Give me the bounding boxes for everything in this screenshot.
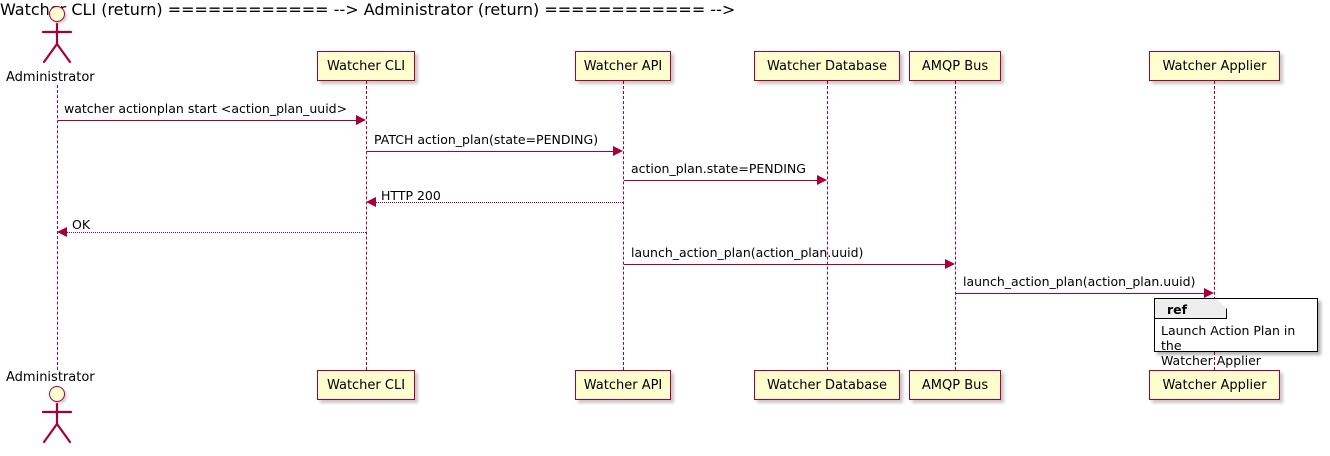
message-label-6: launch_action_plan(action_plan.uuid) [631,245,864,260]
participant-box-amqp-bus-top[interactable]: AMQP Bus [909,51,1001,81]
actor-head-icon-top [49,6,65,22]
participant-box-watcher-applier-top[interactable]: Watcher Applier [1149,51,1280,81]
message-label-5: OK [72,217,91,232]
participant-label-administrator-bottom: Administrator [6,370,95,385]
lifeline-watcher-applier [1214,81,1215,370]
message-arrowhead-4 [366,197,376,207]
message-line-4 [376,202,623,203]
message-line-5 [67,232,366,233]
message-line-2 [367,151,613,152]
participant-label-watcher-api-top: Watcher API [583,58,663,74]
participant-label-amqp-bus-top: AMQP Bus [921,58,989,74]
ref-fragment-text: Launch Action Plan in the Watcher Applie… [1161,323,1296,368]
participant-label-watcher-database-bottom: Watcher Database [767,377,887,393]
participant-box-watcher-applier-bottom[interactable]: Watcher Applier [1149,370,1280,400]
message-label-3: action_plan.state=PENDING [631,161,806,176]
ref-fragment-tag: ref [1167,302,1188,317]
message-label-2: PATCH action_plan(state=PENDING) [374,132,599,147]
message-arrowhead-1 [356,115,366,125]
ref-fragment-tab [1155,299,1227,319]
lifeline-watcher-database [827,81,828,370]
lifeline-watcher-api [623,81,624,370]
participant-box-watcher-cli-bottom[interactable]: Watcher CLI [317,370,415,400]
message-arrowhead-6 [945,259,955,269]
actor-head-icon-bottom [49,386,65,402]
participant-label-watcher-database-top: Watcher Database [767,58,887,74]
message-line-1 [58,120,356,121]
message-line-3 [624,180,817,181]
participant-label-watcher-cli-bottom: Watcher CLI [326,377,406,393]
message-arrowhead-7 [1204,288,1214,298]
participant-label-watcher-applier-top: Watcher Applier [1162,58,1267,74]
participant-label-watcher-applier-bottom: Watcher Applier [1162,377,1267,393]
participant-label-watcher-cli-top: Watcher CLI [326,58,406,74]
participant-label-administrator-top: Administrator [6,70,95,85]
participant-box-watcher-database-top[interactable]: Watcher Database [754,51,900,81]
message-arrowhead-2 [613,146,623,156]
ref-fragment-box: ref Launch Action Plan in the Watcher Ap… [1154,298,1318,368]
message-arrowhead-5 [57,227,67,237]
participant-box-watcher-database-bottom[interactable]: Watcher Database [754,370,900,400]
message-label-7: launch_action_plan(action_plan.uuid) [963,274,1196,289]
message-line-7 [956,293,1204,294]
message-label-4: HTTP 200 [381,188,441,203]
actor-body-icon-top [41,22,73,64]
participant-box-watcher-api-bottom[interactable]: Watcher API [575,370,671,400]
lifeline-amqp-bus [955,81,956,370]
participant-label-watcher-api-bottom: Watcher API [583,377,663,393]
message-arrowhead-3 [817,175,827,185]
participant-box-amqp-bus-bottom[interactable]: AMQP Bus [909,370,1001,400]
message-label-1: watcher actionplan start <action_plan_uu… [64,101,348,116]
participant-label-amqp-bus-bottom: AMQP Bus [921,377,989,393]
participant-box-watcher-api-top[interactable]: Watcher API [575,51,671,81]
message-line-6 [624,264,945,265]
participant-box-watcher-cli-top[interactable]: Watcher CLI [317,51,415,81]
actor-body-icon-bottom [41,402,73,444]
lifeline-watcher-cli [366,81,367,370]
